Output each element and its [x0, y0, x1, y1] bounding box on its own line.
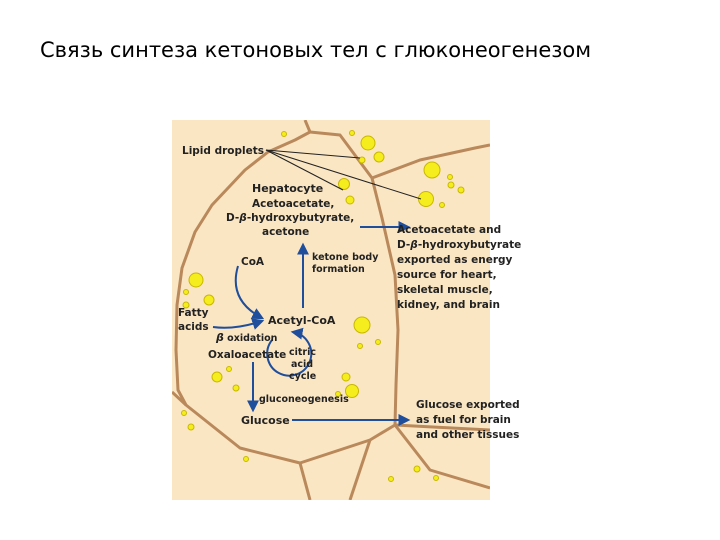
cac-line-3: cycle: [289, 371, 316, 382]
slide-title: Связь синтеза кетоновых тел с глюконеоге…: [40, 38, 592, 62]
glucose-label: Glucose: [241, 414, 290, 427]
lipid-droplets-label: Lipid droplets: [182, 145, 264, 157]
export-ketones-line-6: kidney, and brain: [397, 299, 500, 311]
export-ketones-line-5: skeletal muscle,: [397, 284, 493, 296]
ketones-d-prefix: D-: [226, 212, 239, 224]
ketones-line-3: acetone: [262, 226, 309, 238]
export-ketones-line-1: Acetoacetate and: [397, 224, 501, 236]
ketones-hbut: -hydroxybutyrate,: [247, 212, 354, 224]
fatty-acids-line-1: Fatty: [178, 307, 209, 319]
oxaloacetate-label: Oxaloacetate: [208, 349, 286, 361]
export-hbut: -hydroxybutyrate: [418, 239, 521, 251]
export-glucose-line-3: and other tissues: [416, 429, 519, 441]
fatty-acids-line-2: acids: [178, 321, 209, 333]
ketones-beta: β: [238, 212, 247, 224]
beta-oxidation-text: oxidation: [224, 333, 278, 344]
cac-line-2: acid: [291, 359, 313, 370]
lipid-pointer-lines: [265, 149, 422, 200]
pathway-arrows: [212, 221, 411, 426]
gluconeogenesis-label: gluconeogenesis: [259, 394, 349, 405]
coa-label: CoA: [241, 256, 265, 268]
export-glucose-line-2: as fuel for brain: [416, 414, 511, 426]
export-d-prefix: D-: [397, 239, 410, 251]
cac-line-1: citric: [289, 347, 316, 358]
lipid-droplets: [181, 130, 465, 482]
export-ketones-line-2: D-β-hydroxybutyrate: [397, 239, 521, 251]
ketones-line-1: Acetoacetate,: [252, 198, 334, 210]
ketones-line-2: D-β-hydroxybutyrate,: [226, 212, 354, 224]
citric-acid-cycle-arrow: [266, 327, 313, 377]
export-glucose-line-1: Glucose exported: [416, 399, 520, 411]
beta-oxidation-arrow: [212, 318, 265, 330]
hepatocyte-label: Hepatocyte: [252, 182, 323, 195]
export-ketones-line-3: exported as energy: [397, 254, 513, 266]
kbf-line-2: formation: [312, 264, 365, 275]
coa-return-arrow: [234, 265, 265, 320]
export-beta: β: [409, 239, 418, 251]
beta-oxidation-label: β oxidation: [215, 331, 278, 344]
beta-oxidation-beta: β: [215, 331, 224, 344]
acetyl-coa-label: Acetyl-CoA: [268, 314, 336, 327]
export-ketones-line-4: source for heart,: [397, 269, 497, 281]
kbf-line-1: ketone body: [312, 252, 379, 263]
